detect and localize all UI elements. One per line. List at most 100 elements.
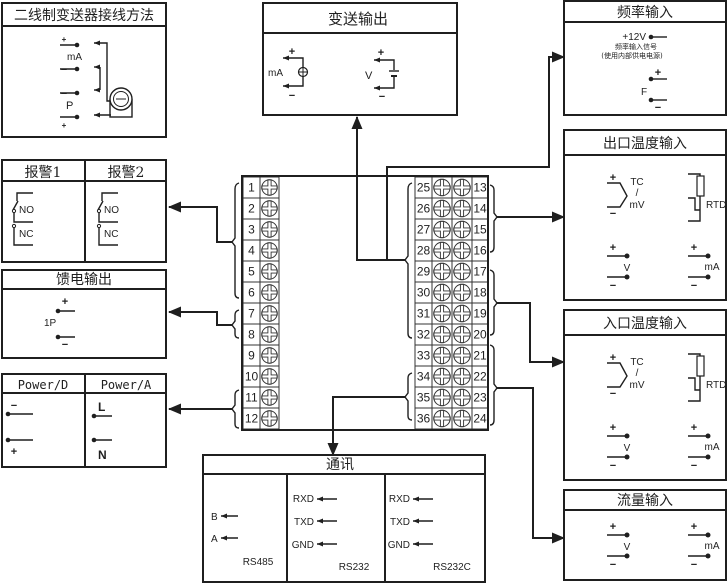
arrow-to-communication [327, 396, 405, 456]
terminal-number: 16 [473, 244, 487, 258]
screw-icon [261, 179, 278, 196]
wire-arrow [374, 57, 395, 70]
screw-icon [433, 199, 451, 218]
screw-icon [453, 367, 471, 386]
terminal-dot [705, 274, 711, 280]
terminal-number: 14 [473, 202, 487, 216]
terminal-dot [705, 454, 711, 460]
bracket-34-36 [404, 372, 413, 421]
terminal-number: 8 [248, 328, 255, 342]
terminal-number: 19 [473, 307, 487, 321]
bracket-21-24 [489, 344, 498, 426]
plus-sign: + [610, 172, 616, 184]
panel-communication: 通讯 B A RS485 RXD TXD GND RS232 RXD TXD G… [202, 454, 486, 583]
terminal: 4 [242, 239, 280, 262]
rs232-label: RS232 [339, 562, 370, 573]
screw-cross-icon [433, 199, 451, 218]
screw-cross-icon [453, 325, 471, 344]
slash-label: / [636, 188, 639, 199]
screw-icon [453, 262, 471, 281]
panel-title: 流量输入 [617, 493, 673, 509]
screw-icon [453, 304, 471, 323]
screw-icon [433, 283, 451, 302]
screw-cross-icon [261, 410, 278, 427]
minus-sign: − [655, 102, 661, 114]
screw-cross-icon [433, 346, 451, 365]
relay-switch-icon [11, 192, 33, 246]
panel-power: Power/D Power/A − + L N [1, 373, 167, 468]
connection-arrows [168, 51, 565, 544]
screw-cross-icon [453, 409, 471, 428]
terminal: 7 [242, 302, 280, 325]
terminal-dot [624, 532, 630, 538]
screw-icon [453, 241, 471, 260]
arrow-to-flow-input [497, 387, 565, 544]
terminal-number: 32 [417, 328, 431, 342]
plus-sign: + [691, 521, 697, 533]
panel-feed-output: 馈电输出 + 1P − [1, 269, 167, 359]
terminal-number: 12 [245, 412, 259, 426]
panel-alarm: 报警1 报警2 NO NC NO NC [1, 159, 167, 263]
v-label: V [624, 263, 631, 274]
panel-flow-input: 流量输入 + V − + mA − [563, 489, 727, 581]
arrow-to-feed-output [168, 306, 232, 326]
terminal-dot [624, 253, 630, 259]
bracket-17-20 [489, 269, 498, 336]
panel-border [563, 0, 727, 116]
rtd-label: RTD [706, 200, 726, 211]
terminal-dot [55, 308, 61, 314]
no-label: NO [104, 205, 119, 216]
panel-title: 馈电输出 [56, 272, 112, 288]
terminal-dot [91, 413, 97, 419]
arrow-to-inlet-temperature [497, 302, 565, 368]
panel-border [563, 129, 727, 301]
terminal-dot [55, 334, 61, 340]
ma-label: mA [705, 262, 720, 273]
terminal-number: 17 [473, 265, 487, 279]
minus-sign: − [610, 388, 616, 400]
terminal-number: 13 [473, 181, 487, 195]
plus-sign: + [62, 35, 67, 44]
terminal: 2 [242, 197, 280, 220]
wire-arrow [94, 40, 110, 102]
rtd-resistor-icon [688, 173, 705, 222]
tc-label: TC [630, 177, 643, 188]
terminal-dot [624, 553, 630, 559]
screw-icon [453, 178, 471, 197]
screw-icon [433, 178, 451, 197]
plus-sign: + [11, 446, 17, 458]
minus-sign: − [610, 208, 616, 220]
plus-sign: + [610, 422, 616, 434]
screw-cross-icon [433, 262, 451, 281]
screw-icon [433, 220, 451, 239]
screw-cross-icon [453, 304, 471, 323]
terminal-number: 11 [245, 391, 258, 405]
terminal-number: 25 [417, 181, 431, 195]
terminal-dot [74, 66, 80, 72]
terminal-number: 1 [248, 181, 255, 195]
bracket-13-16 [489, 184, 498, 253]
thermocouple-icon [607, 362, 628, 388]
terminal-number: 5 [248, 265, 255, 279]
screw-cross-icon [453, 262, 471, 281]
thermocouple-icon [607, 182, 628, 208]
screw-icon [453, 220, 471, 239]
power-d-title: Power/D [18, 378, 69, 392]
screw-icon [433, 325, 451, 344]
screw-icon [453, 388, 471, 407]
note-line2: (使用内部供电电源) [601, 51, 663, 60]
terminal: 11 [242, 386, 280, 409]
terminal: 12 [242, 407, 280, 430]
screw-icon [433, 241, 451, 260]
screw-icon [433, 346, 451, 365]
screw-cross-icon [453, 283, 471, 302]
screw-cross-icon [453, 199, 471, 218]
screw-cross-icon [433, 241, 451, 260]
no-label: NO [19, 205, 34, 216]
screw-cross-icon [261, 389, 278, 406]
